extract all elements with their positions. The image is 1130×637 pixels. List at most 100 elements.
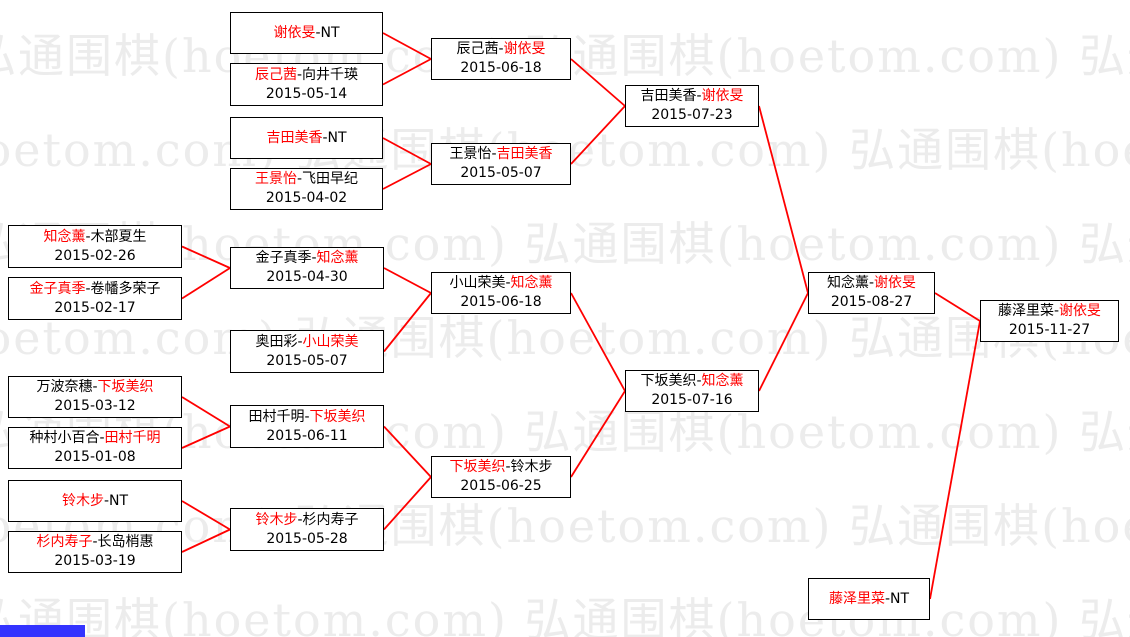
match-players: 金子真季-知念薰 [255,249,358,268]
connector-m15-m19 [570,58,626,107]
match-date: 2015-01-08 [54,449,136,465]
connector-m07-m13 [181,396,231,428]
connector-m21-m23 [934,292,981,322]
match-box-m22[interactable]: 藤泽里菜-NT [808,578,930,620]
winner-name: 知念薰 [510,275,553,291]
winner-name: 金子真季 [29,280,86,297]
winner-name: 藤泽里菜 [828,590,885,607]
connector-m08-m13 [181,425,231,449]
match-date: 2015-03-19 [54,553,136,569]
winner-name: 下坂美织 [449,459,506,475]
loser-name: 金子真季- [255,250,317,266]
match-date: 2015-04-02 [265,190,348,206]
loser-name: -向井千瑛 [296,66,359,83]
loser-name: -铃木步 [505,459,553,475]
winner-name: 杉内寿子 [36,534,93,550]
connector-m10-m14 [181,528,231,553]
match-box-m09[interactable]: 铃木步-NT [8,480,182,522]
connector-m17-m20 [570,292,626,392]
match-players: 谢依旻-NT [273,24,339,43]
winner-name: 知念薰 [43,228,86,245]
winner-name: 谢依旻 [503,41,546,57]
match-date: 2015-02-17 [54,299,136,316]
match-box-m03[interactable]: 吉田美香-NT [230,117,383,159]
match-date: 2015-03-12 [54,398,136,414]
loser-name: 田村千明- [248,408,310,425]
match-players: 下坂美织-铃木步 [449,458,552,477]
loser-name: 知念薰- [826,275,875,291]
match-players: 藤泽里菜-谢依旻 [998,302,1101,321]
winner-name: 田村千明 [104,430,161,446]
connector-m13-m18 [383,425,432,478]
loser-name: -飞田早纪 [296,171,359,187]
loser-name: 王景怡- [449,146,497,162]
match-players: 知念薰-木部夏生 [43,228,146,247]
winner-name: 下坂美织 [97,379,154,395]
winner-name: 辰己茜 [254,66,297,83]
bottom-left-blue-bar [0,625,85,637]
connector-m09-m14 [181,500,231,531]
loser-name: -杉内寿子 [297,511,359,528]
match-players: 辰己茜-向井千瑛 [255,66,358,85]
connector-m01-m15 [382,32,432,60]
connector-m22-m23 [929,320,981,600]
winner-name: 王景怡 [254,171,297,187]
match-players: 奥田彩-小山荣美 [255,333,358,352]
connector-m12-m17 [383,292,432,353]
connector-m03-m16 [382,137,432,165]
match-players: 王景怡-吉田美香 [449,145,552,164]
winner-name: 小山荣美 [302,333,359,350]
winner-name: 铃木步 [61,492,104,509]
match-players: 藤泽里菜-NT [829,590,909,609]
connector-m11-m17 [383,267,432,294]
connector-m04-m16 [382,163,432,190]
match-date: 2015-06-25 [460,478,542,494]
match-players: 下坂美织-知念薰 [640,372,743,391]
match-players: 杉内寿子-长岛梢惠 [36,533,153,552]
winner-name: 铃木步 [255,511,298,528]
loser-name: 下坂美织- [640,373,702,389]
connector-m18-m20 [570,390,626,478]
loser-name: -NT [322,129,347,146]
match-players: 吉田美香-谢依旻 [640,87,743,106]
match-date: 2015-02-26 [54,247,136,264]
winner-name: 知念薰 [701,373,744,389]
loser-name: 吉田美香- [640,88,702,104]
match-players: 铃木步-杉内寿子 [255,511,358,530]
match-players: 知念薰-谢依旻 [827,274,916,293]
winner-name: 吉田美香 [496,146,553,162]
match-players: 王景怡-飞田早纪 [255,170,358,189]
match-box-m01[interactable]: 谢依旻-NT [230,12,383,54]
winner-name: 知念薰 [316,250,359,266]
match-date: 2015-06-18 [460,294,542,310]
match-players: 铃木步-NT [62,492,128,511]
loser-name: -长岛梢惠 [92,534,154,550]
loser-name: 辰己茜- [456,41,504,57]
match-date: 2015-05-07 [460,165,542,181]
loser-name: 奥田彩- [255,333,303,350]
match-date: 2015-07-16 [651,392,733,408]
winner-name: 下坂美织 [309,408,366,425]
